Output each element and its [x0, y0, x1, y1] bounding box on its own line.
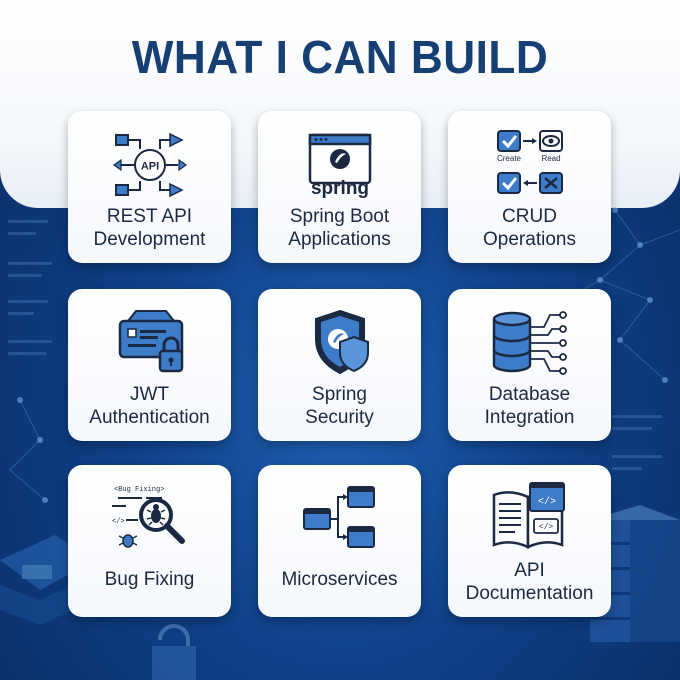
bug-fixing-code-text: <Bug Fixing> [114, 486, 164, 494]
jwt-lock-icon [118, 310, 183, 373]
api-icon-text: API [140, 161, 158, 173]
card-label: Microservices [281, 569, 398, 590]
spring-boot-icon: spring [308, 133, 371, 199]
code-icon-text-small: </> [538, 523, 553, 532]
card-bug-fixing: <Bug Fixing> </> Bug Fixing [68, 465, 231, 617]
spring-icon-text: spring [310, 178, 368, 199]
database-icon [492, 311, 567, 375]
api-docs-icon: </> </> [492, 482, 565, 549]
bug-magnifier-icon: <Bug Fixing> </> [111, 486, 185, 548]
page-title: WHAT I CAN BUILD [131, 31, 549, 83]
code-tag-text: </> [112, 518, 125, 526]
create-icon-text: Create [496, 154, 521, 163]
read-icon-text: Read [541, 154, 560, 163]
code-icon-text: </> [537, 496, 555, 508]
security-shield-icon [314, 309, 369, 375]
card-label: Bug Fixing [104, 569, 195, 590]
microservices-icon [302, 486, 375, 548]
crud-icon: Create Read [496, 130, 563, 194]
card-microservices: Microservices [258, 465, 421, 617]
rest-api-icon: API [112, 132, 187, 198]
